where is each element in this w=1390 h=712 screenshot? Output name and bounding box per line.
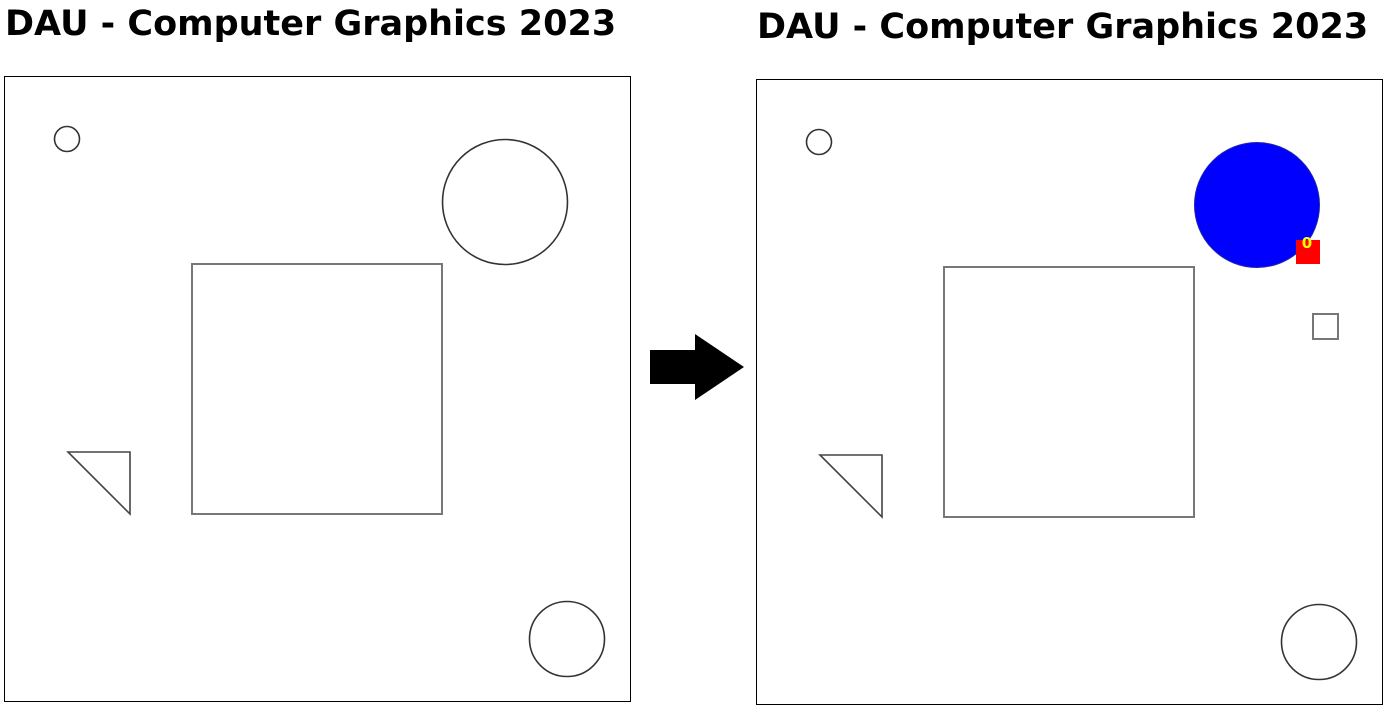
canvas-before[interactable] — [4, 76, 631, 702]
handle-label: 0 — [1302, 234, 1312, 252]
page-title-after: DAU - Computer Graphics 2023 — [757, 7, 1369, 47]
selected-large-circle[interactable] — [1194, 142, 1320, 268]
page-title-before: DAU - Computer Graphics 2023 — [5, 4, 617, 44]
right-arrow-icon — [650, 334, 744, 400]
triangle[interactable] — [66, 451, 131, 516]
large-square[interactable] — [943, 266, 1195, 518]
medium-circle[interactable] — [528, 600, 606, 678]
large-circle[interactable] — [441, 138, 569, 266]
canvas-after[interactable]: 0 — [756, 79, 1383, 705]
large-square[interactable] — [191, 263, 443, 515]
medium-circle[interactable] — [1280, 603, 1358, 681]
canvas-border — [4, 76, 631, 702]
small-circle[interactable] — [53, 125, 81, 153]
selection-handle[interactable] — [1296, 240, 1320, 264]
triangle[interactable] — [818, 454, 883, 519]
small-square[interactable] — [1312, 313, 1339, 340]
small-circle[interactable] — [805, 128, 833, 156]
